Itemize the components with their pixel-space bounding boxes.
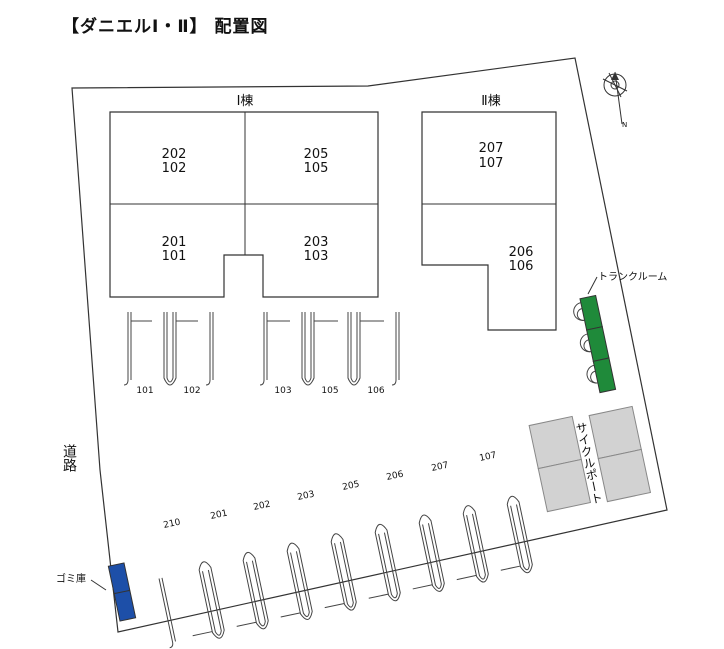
unit-number: 106 bbox=[509, 259, 534, 274]
parking-label: 101 bbox=[136, 386, 153, 396]
parking-label: 102 bbox=[183, 386, 200, 396]
page-title: 【ダニエルⅠ・Ⅱ】 配置図 bbox=[62, 17, 269, 37]
unit-number: 206 bbox=[509, 245, 534, 260]
unit-number: 203 bbox=[304, 235, 329, 250]
trunk-room: トランクルーム bbox=[573, 271, 667, 394]
parking-label: 210 bbox=[163, 518, 182, 531]
garbage-shed: ゴミ庫 bbox=[56, 562, 137, 622]
building-1: Ⅰ棟 202 102 205 105 201 101 203 103 bbox=[109, 94, 379, 298]
parking-label: 205 bbox=[342, 480, 361, 493]
unit-number: 103 bbox=[304, 249, 329, 264]
building-1-label: Ⅰ棟 bbox=[237, 94, 254, 109]
road-label: 道路 bbox=[61, 444, 77, 472]
unit-number: 105 bbox=[304, 161, 329, 176]
site-boundary bbox=[71, 57, 668, 633]
north-arrow-icon: N bbox=[602, 71, 627, 129]
trunk-room-label: トランクルーム bbox=[598, 271, 667, 283]
unit-number: 201 bbox=[162, 235, 187, 250]
parking-label: 206 bbox=[386, 470, 405, 483]
garbage-label: ゴミ庫 bbox=[56, 572, 86, 585]
parking-label: 107 bbox=[479, 451, 498, 464]
parking-label: 202 bbox=[253, 500, 272, 513]
parking-label: 201 bbox=[210, 509, 229, 522]
unit-number: 107 bbox=[479, 156, 504, 171]
unit-number: 207 bbox=[479, 141, 504, 156]
building-2: Ⅱ棟 207 107 206 106 bbox=[421, 94, 557, 331]
parking-label: 203 bbox=[297, 490, 316, 503]
unit-number: 102 bbox=[162, 161, 187, 176]
unit-number: 205 bbox=[304, 147, 329, 162]
north-label: N bbox=[622, 121, 627, 129]
parking-lower: 210 201 202 203 205 206 207 107 bbox=[158, 451, 533, 649]
parking-label: 105 bbox=[321, 386, 338, 396]
parking-label: 106 bbox=[367, 386, 384, 396]
unit-number: 202 bbox=[162, 147, 187, 162]
parking-label: 103 bbox=[274, 386, 291, 396]
cycle-port: サイクルポート bbox=[528, 405, 652, 513]
parking-label: 207 bbox=[431, 461, 450, 474]
building-2-label: Ⅱ棟 bbox=[481, 94, 500, 109]
parking-upper: 101 102 103 105 106 bbox=[123, 312, 400, 396]
unit-number: 101 bbox=[162, 249, 187, 264]
